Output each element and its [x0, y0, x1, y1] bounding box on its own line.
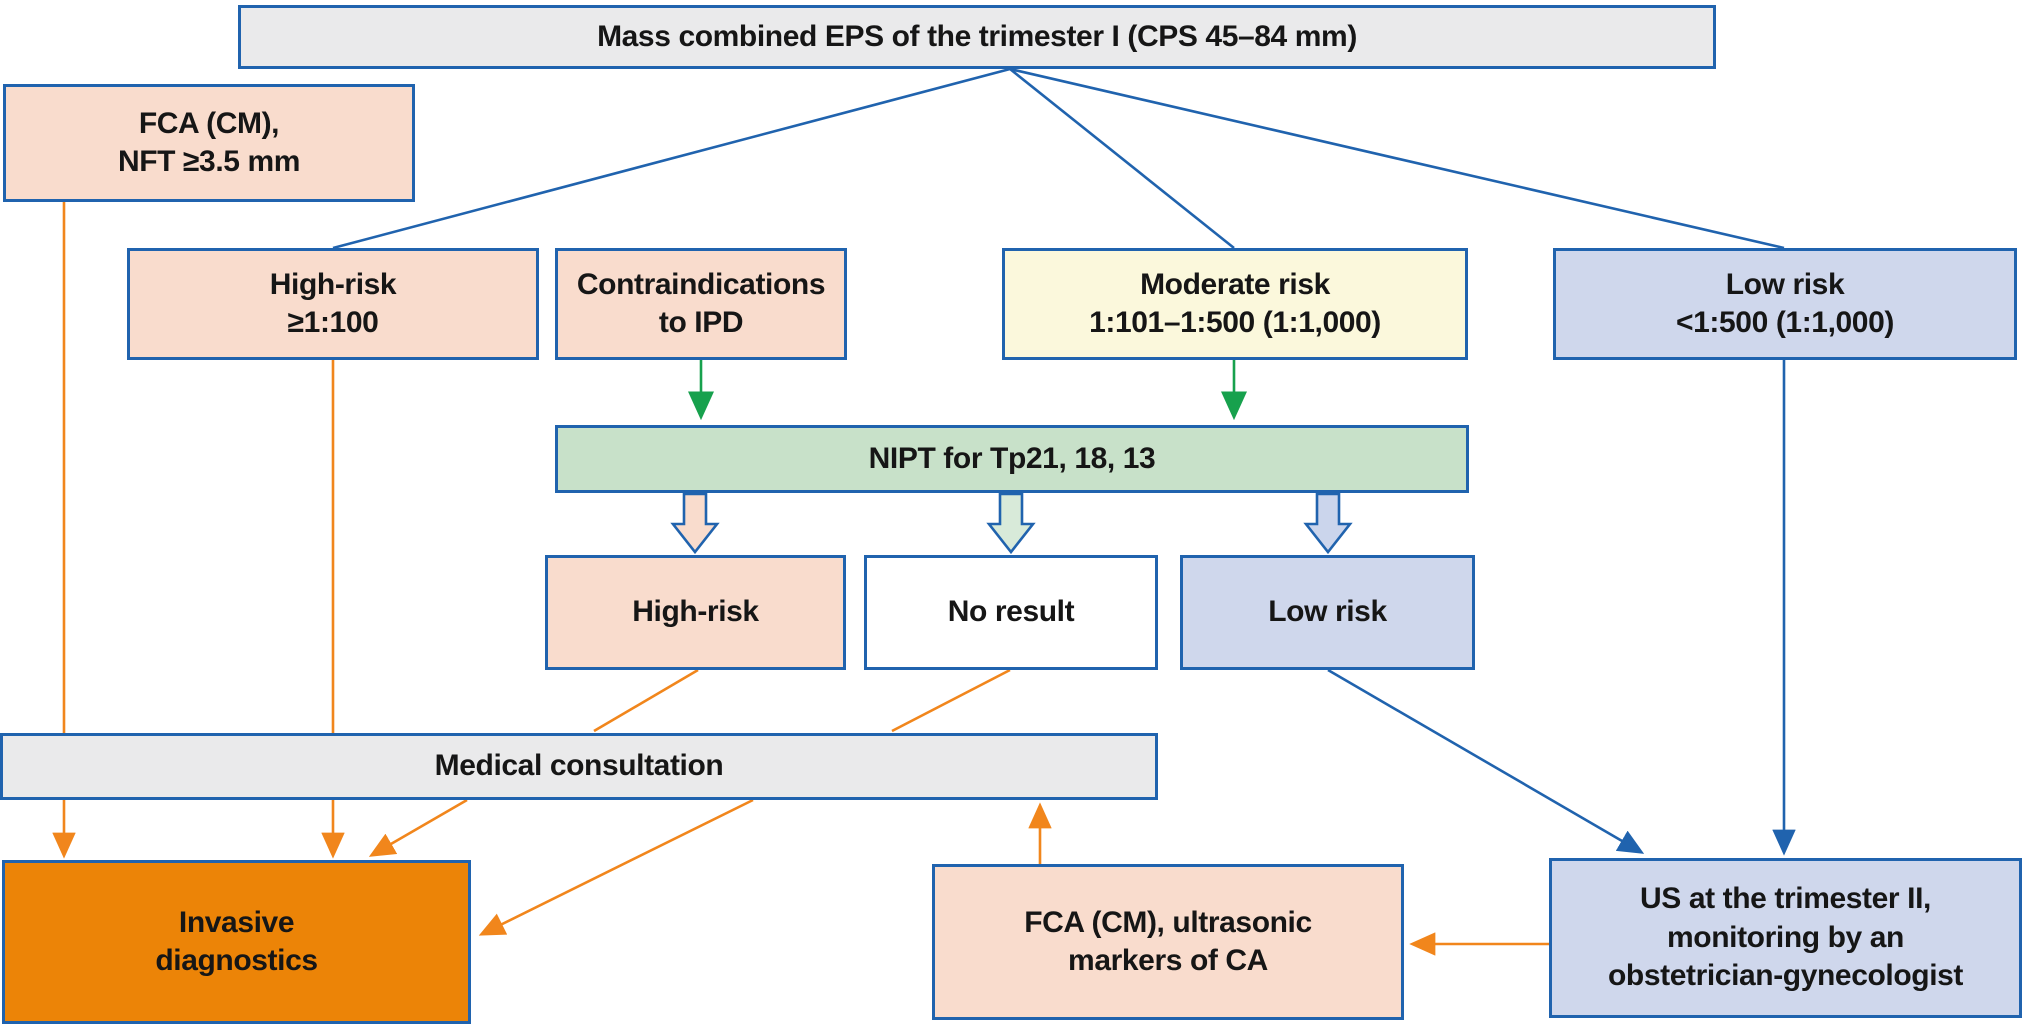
node-contraindications-ipd: Contraindications to IPD	[555, 248, 847, 360]
node-fca-ultrasonic-markers: FCA (CM), ultrasonic markers of CA	[932, 864, 1404, 1020]
node-moderate-risk: Moderate risk 1:101–1:500 (1:1,000)	[1002, 248, 1468, 360]
node-nipt-high-risk: High-risk	[545, 555, 846, 670]
arrow-consultation-to-invasive-side	[478, 798, 754, 936]
line-no-result-to-consultation	[891, 668, 1011, 733]
arrow-low-risk-result-to-us	[1327, 668, 1645, 854]
node-nipt-no-result: No result	[864, 555, 1158, 670]
node-medical-consultation: Medical consultation	[0, 733, 1158, 800]
node-us-trimester-2: US at the trimester II, monitoring by an…	[1549, 858, 2022, 1018]
block-arrow-nipt-to-high-risk	[670, 492, 720, 555]
line-eps-to-moderate-risk	[1009, 67, 1235, 250]
block-arrow-nipt-to-low-risk	[1303, 492, 1353, 555]
arrow-consultation-to-invasive-top	[368, 798, 468, 857]
line-high-risk-result-to-consultation	[593, 668, 699, 733]
line-eps-to-high-risk	[332, 67, 1011, 250]
node-fca-nft: FCA (CM), NFT ≥3.5 mm	[3, 84, 415, 202]
node-high-risk-1-100: High-risk ≥1:100	[127, 248, 539, 360]
node-low-risk: Low risk <1:500 (1:1,000)	[1553, 248, 2017, 360]
line-eps-to-low-risk	[1009, 67, 1785, 250]
block-arrow-nipt-to-no-result	[986, 492, 1036, 555]
node-nipt: NIPT for Tp21, 18, 13	[555, 425, 1469, 493]
node-invasive-diagnostics: Invasive diagnostics	[2, 860, 471, 1024]
node-mass-combined-eps: Mass combined EPS of the trimester I (CP…	[238, 5, 1716, 69]
node-nipt-low-risk: Low risk	[1180, 555, 1475, 670]
